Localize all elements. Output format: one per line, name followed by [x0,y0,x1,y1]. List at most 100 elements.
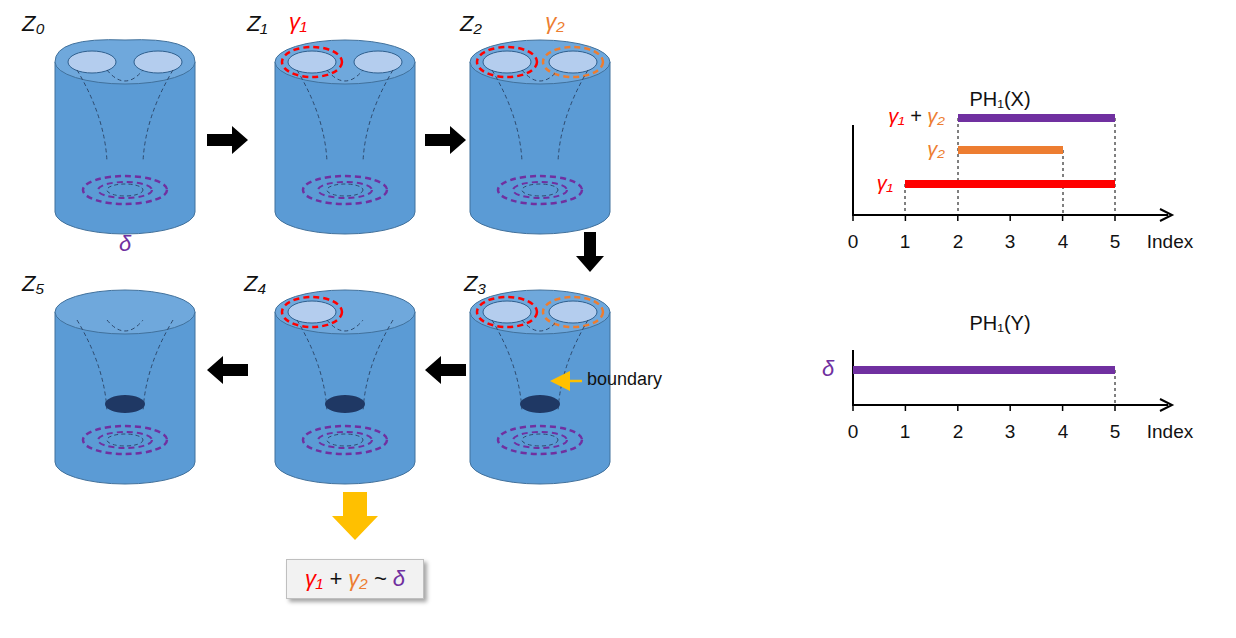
axis-text: 4 [1058,232,1069,253]
tick [957,215,959,221]
axis-text: PH₁(Y) [969,312,1030,334]
label: Z₅ [22,272,44,296]
hole [134,51,182,73]
y-axis [852,125,854,216]
hidden-edge [327,184,363,196]
cylinder-part [55,312,195,484]
hole [288,301,336,323]
axis-text: δ [822,357,834,381]
hidden-edge [77,70,173,162]
step-arrow [425,356,466,384]
cycle-loop [98,182,152,198]
tick [905,215,907,221]
hidden-edge [492,70,588,162]
boundary-disk [520,395,560,413]
cylinder-part [55,40,195,84]
tick [1009,215,1011,221]
axis-text: 0 [848,232,859,253]
hidden-edge [77,320,173,412]
cylinder-part [275,40,415,84]
cylinder [470,40,610,234]
axis-text: 2 [953,422,964,443]
cycle-loop [83,176,167,204]
cycle-loop [498,426,582,454]
formula: γ₁ + γ₂ ~ δ [305,566,405,592]
label: boundary [587,370,662,390]
axis-text: 5 [1110,422,1121,443]
axis-text: Index [1147,232,1193,253]
cylinder-part [470,312,610,484]
hidden-edge [297,320,393,412]
cylinder-part [275,290,415,334]
cycle-loop [477,297,537,327]
guide-line [1115,118,1116,215]
label: PH₁(X) [969,88,1030,110]
axis-text: 3 [1005,422,1016,443]
cycle-loop [303,426,387,454]
cycle-loop [83,426,167,454]
cycle-loop [513,432,567,448]
tick [1009,405,1011,411]
tick [852,215,854,221]
axis-arrow [1160,399,1172,411]
cycle-loop [303,176,387,204]
axis-text: 2 [953,232,964,253]
tick [905,405,907,411]
cylinder [55,40,195,234]
result-arrow [332,492,378,540]
label: Z₂ [460,12,482,36]
cylinder-part [275,312,415,484]
hidden-edge [492,320,588,412]
label: Z₃ [464,272,486,296]
hole [483,51,531,73]
label: γ₁ [877,172,893,194]
cycle-loop [543,47,603,77]
cylinder-part [55,290,195,334]
axis-text: 1 [900,422,911,443]
cylinder [275,40,415,234]
step-arrow [207,356,248,384]
hidden-edge [297,70,393,162]
axis-text: 4 [1058,422,1069,443]
hidden-edge [522,434,558,446]
cylinder-part [470,290,610,334]
bar [958,146,1063,154]
tick [1062,405,1064,411]
cycle-loop [477,47,537,77]
y-axis [852,350,854,406]
result-box: γ₁ + γ₂ ~ δ [286,559,424,599]
label: Z₀ [22,12,45,36]
tick [1062,215,1064,221]
cylinder-part [275,62,415,234]
axis-text: 5 [1110,232,1121,253]
cylinder [55,290,195,484]
axis-text: 0 [848,422,859,443]
axis-text: 3 [1005,232,1016,253]
cylinder [275,290,415,484]
boundary-disk [325,395,365,413]
cylinder-part [470,62,610,234]
hole [354,51,402,73]
cycle-loop [513,182,567,198]
leader-line [560,380,582,383]
hole [288,51,336,73]
axis-text: 1 [900,232,911,253]
cycle-loop [498,176,582,204]
guide-line [1115,370,1116,405]
axis-text: Index [1147,422,1193,443]
boundary-disk [105,395,145,413]
cycle-loop [282,47,342,77]
hole [483,301,531,323]
hidden-edge [522,184,558,196]
hole [549,51,597,73]
bar [958,114,1115,122]
step-arrow [425,126,466,154]
axis-arrow [1160,209,1172,221]
label: γ₁ [289,10,307,34]
tick [852,405,854,411]
cylinder-part [470,40,610,84]
label: γ₁ + γ₂ [888,105,945,127]
hidden-edge [107,434,143,446]
guide-line [958,118,959,215]
